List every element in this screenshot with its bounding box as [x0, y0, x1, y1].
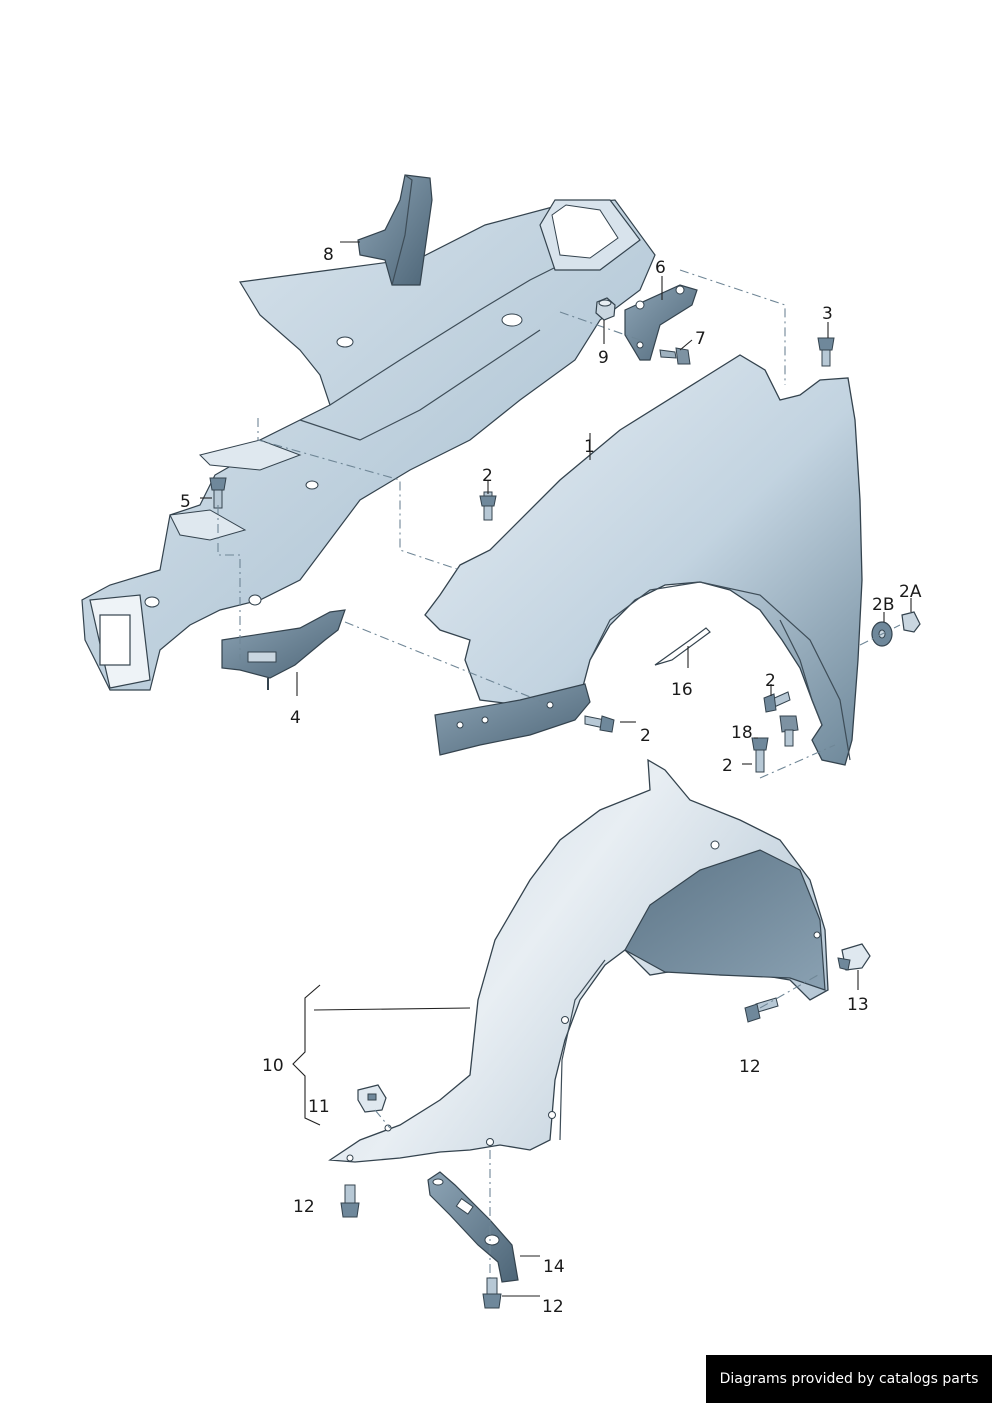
fender-mounting-strip — [434, 683, 591, 756]
assembly-lines — [217, 269, 901, 1280]
callout-14: 14 — [543, 1257, 565, 1277]
part-8-upper-bracket — [357, 174, 433, 286]
callout-2B: 2B — [872, 595, 894, 615]
callout-11: 11 — [308, 1097, 330, 1117]
body-frame-structure — [81, 199, 656, 691]
credit-badge: Diagrams provided by catalogs parts — [706, 1355, 992, 1403]
part-7-bolt — [659, 347, 691, 365]
part-9-nut — [595, 297, 616, 321]
leader-lines — [200, 241, 912, 1297]
callout-labels: 1 2 2 2 2 2A 2B 3 4 5 6 7 8 9 10 11 12 1… — [180, 245, 922, 1317]
callout-2-top: 2 — [482, 466, 493, 486]
bolt-5 — [209, 477, 227, 509]
bolt-2-top — [479, 491, 497, 521]
callout-16: 16 — [671, 680, 693, 700]
bolt-2-strip — [584, 715, 615, 733]
callout-9: 9 — [598, 348, 609, 368]
callout-13: 13 — [847, 995, 869, 1015]
callout-18: 18 — [731, 723, 753, 743]
part-10-wheel-housing-liner — [328, 758, 829, 1163]
callout-6: 6 — [655, 258, 666, 278]
callout-7: 7 — [695, 329, 706, 349]
callout-2A: 2A — [899, 582, 922, 602]
bolt-2-arch-lower — [751, 737, 769, 773]
callout-2-arch-upper: 2 — [765, 671, 776, 691]
callout-4: 4 — [290, 708, 301, 728]
callout-5: 5 — [180, 492, 191, 512]
callout-3: 3 — [822, 304, 833, 324]
callout-10: 10 — [262, 1056, 284, 1076]
callout-2-strip: 2 — [640, 726, 651, 746]
bolt-12-lower — [482, 1277, 502, 1309]
callout-1: 1 — [584, 437, 595, 457]
callout-12-lower: 12 — [542, 1297, 564, 1317]
bolt-3 — [817, 337, 835, 367]
callout-12-right: 12 — [739, 1057, 761, 1077]
part-13-expansion-clip — [837, 943, 871, 971]
callout-12-left: 12 — [293, 1197, 315, 1217]
nut-2A — [901, 611, 921, 633]
bolt-18 — [779, 715, 799, 747]
part-6-mount-bracket — [624, 284, 698, 361]
bolt-2-arch-upper — [763, 691, 791, 713]
bolt-12-right — [744, 997, 779, 1023]
callout-8: 8 — [323, 245, 334, 265]
part-4-lower-bracket — [221, 609, 346, 690]
bolt-12-left — [340, 1184, 360, 1218]
part-11-clip-nut — [357, 1084, 387, 1113]
part-1-front-fender — [424, 354, 863, 766]
callout-2-arch-lower: 2 — [722, 756, 733, 776]
part-14-support-strap — [427, 1171, 519, 1283]
